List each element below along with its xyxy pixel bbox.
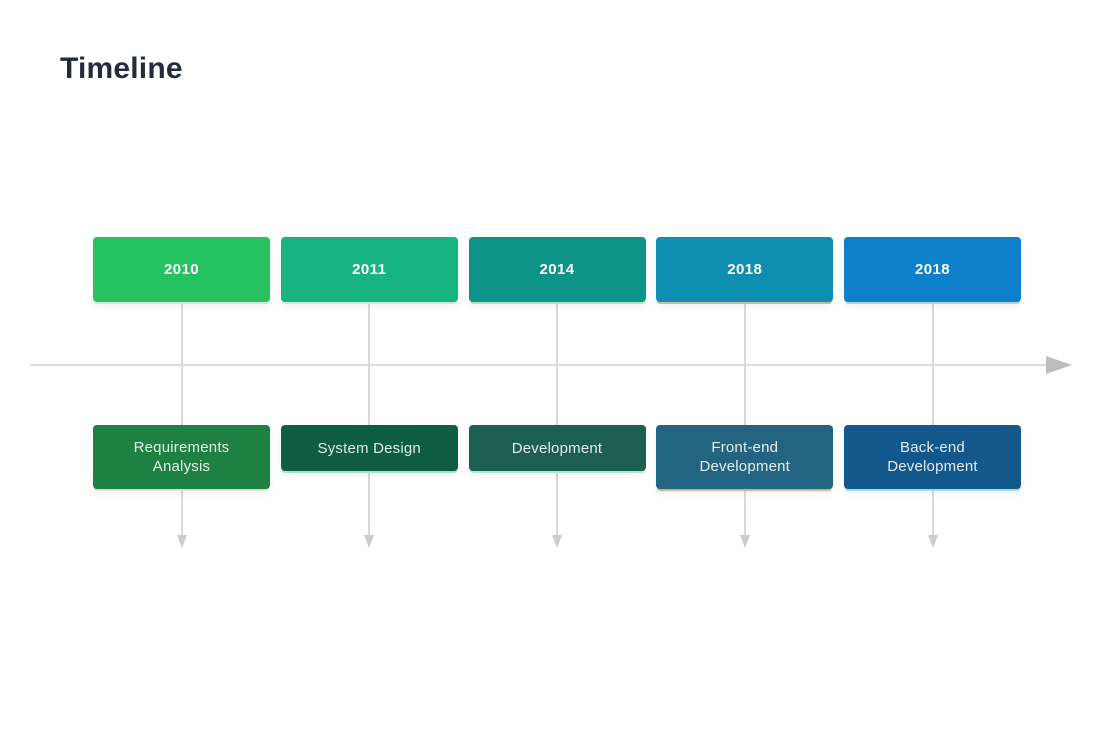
- connector-line: [180, 302, 183, 535]
- year-box-2014: 2014: [468, 237, 646, 302]
- page-title: Timeline: [60, 52, 183, 85]
- axis-arrow-icon: [1046, 356, 1072, 374]
- connector-line: [743, 302, 746, 535]
- down-arrow-icon: [927, 535, 938, 548]
- year-box-2010: 2010: [93, 237, 270, 302]
- phase-box-system-design: System Design: [280, 425, 458, 471]
- connector-line: [368, 302, 371, 535]
- year-box-2018-backend: 2018: [844, 237, 1021, 302]
- connector-line: [931, 302, 934, 535]
- year-box-2011: 2011: [280, 237, 458, 302]
- year-row: 2010 2011 2014 2018 2018: [93, 237, 1021, 302]
- phase-box-frontend-development: Front-end Development: [656, 425, 834, 489]
- axis-line: [30, 364, 1048, 366]
- connector-line: [556, 302, 558, 535]
- phase-box-requirements-analysis: Requirements Analysis: [93, 425, 270, 489]
- down-arrow-icon: [552, 535, 562, 548]
- down-arrow-icon: [364, 535, 375, 548]
- down-arrow-icon: [176, 535, 187, 548]
- year-box-2018-frontend: 2018: [656, 237, 834, 302]
- phase-box-development: Development: [468, 425, 646, 471]
- phase-row: Requirements Analysis System Design Deve…: [93, 425, 1021, 489]
- phase-box-backend-development: Back-end Development: [844, 425, 1021, 489]
- down-arrow-icon: [739, 535, 750, 548]
